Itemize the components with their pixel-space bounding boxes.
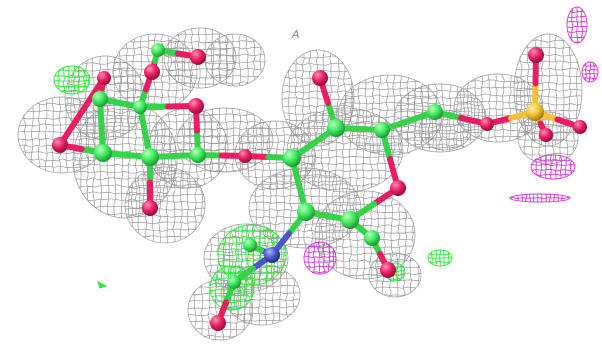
oxygen-atom <box>539 128 553 142</box>
carbon-atom <box>327 119 345 137</box>
carbon-atom <box>190 147 206 163</box>
carbon-atom <box>364 230 380 246</box>
carbon-atom <box>427 104 443 120</box>
oxygen-atom <box>238 149 252 163</box>
oxygen-atom <box>380 262 396 278</box>
carbon-atom <box>151 43 165 57</box>
oxygen-atom <box>144 64 160 80</box>
difference-cage <box>427 249 453 267</box>
carbon-atom <box>94 144 112 162</box>
nitrogen-atom <box>264 247 280 263</box>
oxygen-atom <box>188 98 204 114</box>
difference-cage <box>530 154 576 180</box>
density-cage <box>124 166 206 244</box>
atom-spheres <box>52 43 587 331</box>
carbon-atom <box>92 91 108 107</box>
oxygen-atom <box>142 200 158 216</box>
oxygen-atom <box>190 49 206 65</box>
oxygen-atom <box>390 180 406 196</box>
carbon-atom <box>374 122 390 138</box>
density-cage <box>281 49 355 147</box>
oxygen-atom <box>312 70 328 86</box>
oxygen-atom <box>573 120 587 134</box>
carbon-atom <box>283 149 301 167</box>
density-map-label: A <box>292 28 300 41</box>
carbon-atom <box>243 238 257 252</box>
density-cage <box>223 264 301 326</box>
difference-cage <box>509 193 571 203</box>
negative-difference-mesh <box>303 6 599 275</box>
difference-cage <box>303 241 337 275</box>
bond-sticks <box>57 47 583 326</box>
difference-cage <box>53 65 91 95</box>
carbon-atom <box>141 148 159 166</box>
carbon-atom <box>133 100 147 114</box>
phosphorus-atom <box>526 103 544 121</box>
carbon-atom <box>297 203 315 221</box>
oxygen-atom <box>97 71 111 85</box>
density-cage <box>176 107 274 173</box>
density-cage <box>17 96 107 174</box>
difference-cage <box>566 6 588 44</box>
difference-cage <box>581 61 599 83</box>
oxygen-atom <box>480 117 494 131</box>
carbon-atom <box>341 211 359 229</box>
carbon-atom <box>227 275 241 289</box>
oxygen-atom <box>52 137 68 153</box>
difference-fragment <box>97 281 108 289</box>
density-cage <box>204 33 266 87</box>
oxygen-atom <box>528 47 544 63</box>
oxygen-atom <box>210 315 226 331</box>
